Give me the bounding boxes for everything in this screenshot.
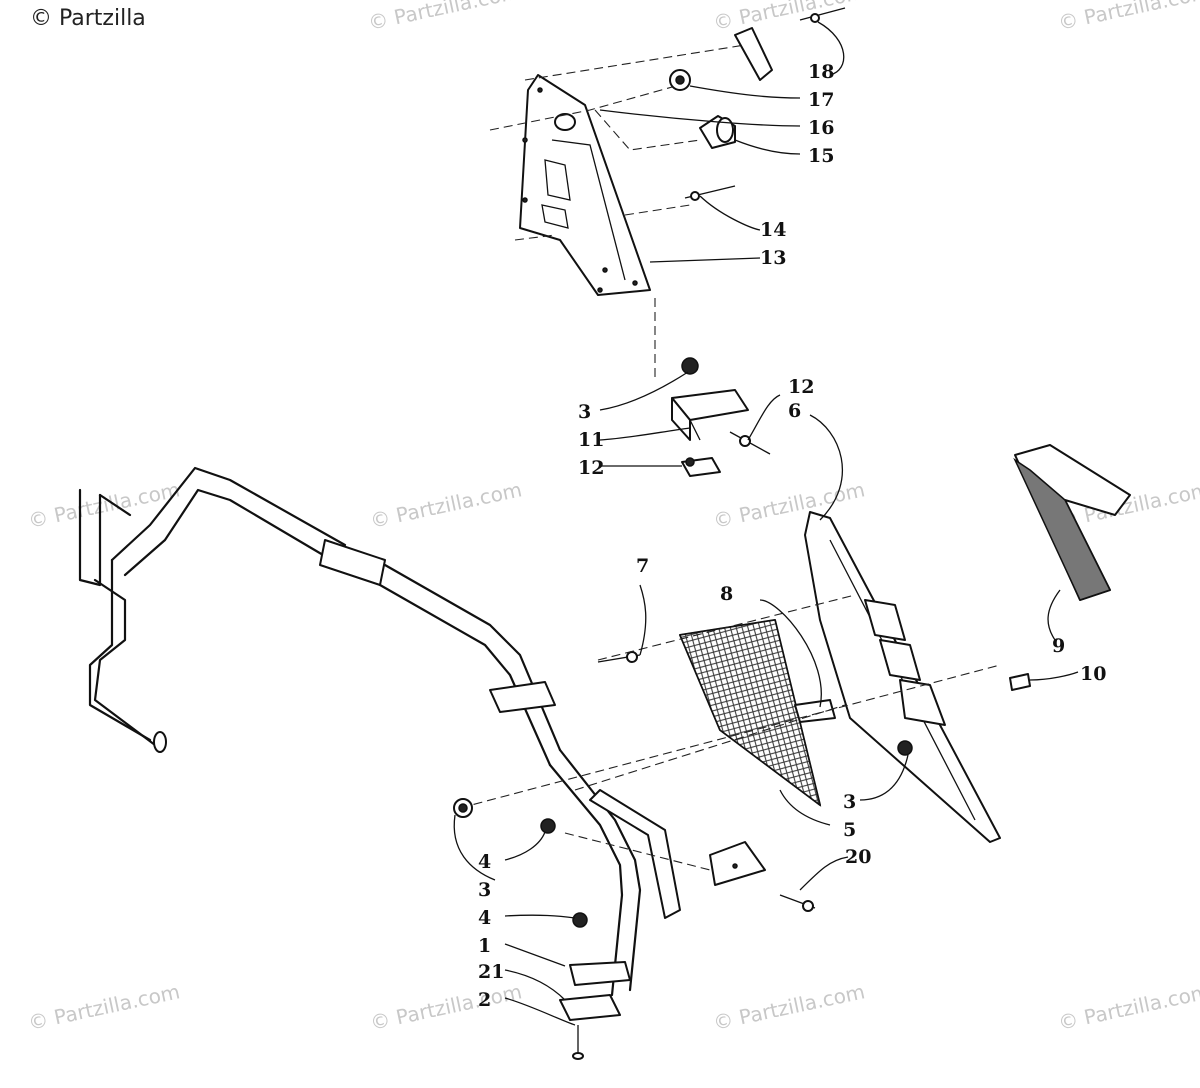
callout-1: 1 (478, 935, 491, 957)
callout-3: 3 (478, 879, 491, 901)
watermarks: © Partzilla.com © Partzilla.com © Partzi… (26, 0, 1200, 1035)
side-plate-bracket (519, 74, 651, 296)
nut-part (681, 357, 699, 375)
callout-3: 3 (578, 401, 591, 423)
callout-19: 18 (808, 61, 834, 83)
callout-15: 14 (760, 219, 786, 241)
callout-7: 7 (636, 555, 649, 577)
lower-hardware: 4 3 4 1 21 2 20 (453, 798, 871, 1060)
callout-12: 12 (788, 376, 814, 398)
callout-17: 16 (808, 117, 834, 139)
watermark: © Partzilla.com (711, 0, 867, 35)
callout-9: 9 (1052, 635, 1065, 657)
callout-10: 10 (1080, 663, 1106, 685)
watermark: © Partzilla.com (1056, 0, 1200, 35)
callout-4: 4 (478, 851, 491, 873)
tube-sleeve (319, 539, 386, 586)
mount-plate (489, 681, 556, 713)
callout-4: 4 (478, 907, 491, 929)
callout-6: 6 (788, 400, 801, 422)
callout-16: 15 (808, 145, 834, 167)
watermark: © Partzilla.com (368, 979, 524, 1035)
callout-21: 21 (478, 961, 504, 983)
clamp-assembly: 3 11 12 12 6 (578, 357, 814, 479)
bumper-tube (78, 466, 681, 997)
callout-3: 3 (843, 791, 856, 813)
wedge-part (734, 27, 773, 81)
watermark: © Partzilla.com (366, 0, 522, 35)
angle-bracket (709, 841, 766, 886)
callout-18: 17 (808, 89, 834, 111)
callout-14: 13 (760, 247, 786, 269)
copyright-text: © Partzilla (30, 6, 146, 31)
callout-2: 2 (478, 989, 491, 1011)
watermark: © Partzilla.com (711, 477, 867, 533)
side-panel-assembly: 7 8 9 10 3 5 (459, 414, 1131, 871)
watermark: © Partzilla.com (26, 979, 182, 1035)
watermark: © Partzilla.com (711, 979, 867, 1035)
callout-20: 20 (845, 846, 871, 868)
callout-8: 8 (720, 583, 733, 605)
watermark: © Partzilla.com (26, 477, 182, 533)
pad-part (794, 699, 836, 723)
callout-11: 11 (578, 429, 604, 451)
watermark: © Partzilla.com (1056, 979, 1200, 1035)
callout-13: 12 (578, 457, 604, 479)
callout-5: 5 (843, 819, 856, 841)
top-bracket-assembly: 18 17 16 15 14 13 (489, 7, 846, 380)
foot-plate (569, 961, 631, 986)
watermark: © Partzilla.com (368, 477, 524, 533)
